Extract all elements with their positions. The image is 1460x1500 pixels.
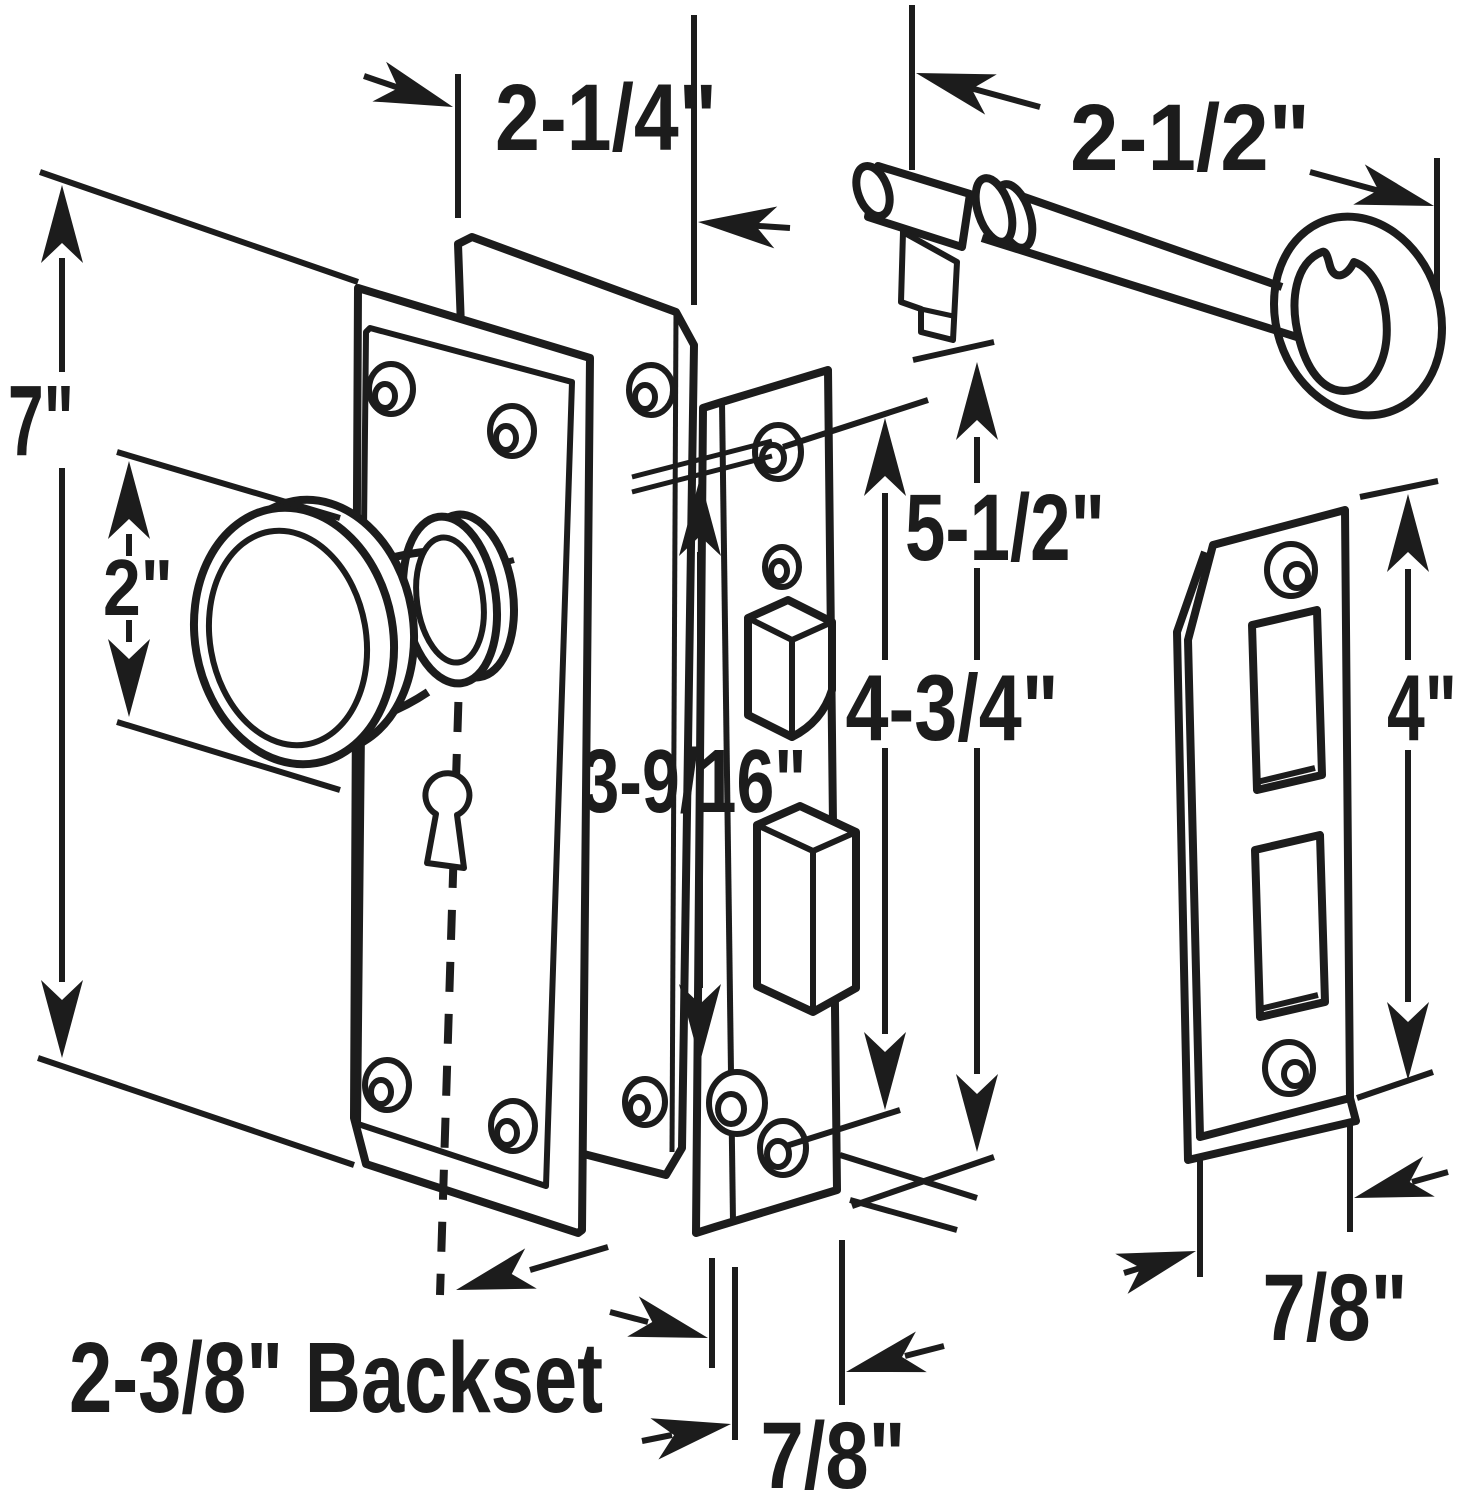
- dim-knob-diameter-label: 2": [103, 543, 173, 632]
- door-knob: [189, 495, 519, 769]
- dim-strike-width: 7/8": [1115, 1122, 1449, 1361]
- dim-key-length: 2-1/2": [909, 5, 1440, 295]
- strike-slot-upper: [1248, 606, 1326, 794]
- dim-strike-height: 4": [1356, 478, 1457, 1101]
- dim-knob-diameter: 2": [103, 449, 341, 793]
- dim-plate-height: 7": [8, 169, 359, 1168]
- dim-backset: 2-3/8" Backset: [69, 1244, 609, 1434]
- front-escutcheon-plate: [350, 284, 594, 1296]
- dim-strike-height-label: 4": [1387, 655, 1457, 760]
- rear-plate-screw-top: [626, 362, 676, 418]
- mortise-lock-body: [692, 366, 978, 1237]
- key-bit: [898, 229, 960, 343]
- dim-case-height: 4-3/4": [846, 339, 1059, 1209]
- rear-plate-screw-bottom: [622, 1076, 668, 1128]
- key-bow-hole: [1290, 247, 1391, 395]
- spindle-boss: [706, 1069, 768, 1137]
- dim-strike-width-label: 7/8": [1263, 1255, 1408, 1361]
- dim-screw-spacing: 5-1/2": [782, 397, 1105, 1149]
- dim-plate-width: 2-1/4": [363, 15, 791, 305]
- front-plate-screw-tr: [487, 403, 537, 459]
- keyhole: [422, 770, 473, 871]
- lock-screw-bottom: [757, 1118, 809, 1178]
- dim-screw-spacing-label: 5-1/2": [905, 475, 1105, 581]
- lock-screw-top: [752, 422, 804, 482]
- deadbolt: [753, 802, 860, 1016]
- front-plate-screw-tl: [366, 361, 416, 417]
- dim-hub-distance-label: 3-9/16": [582, 732, 807, 832]
- strike-screw-top: [1264, 541, 1318, 599]
- dim-backset-label: 2-3/8" Backset: [69, 1322, 603, 1434]
- lock-small-hole: [762, 544, 802, 590]
- dim-key-length-label: 2-1/2": [1070, 85, 1310, 191]
- dim-case-width-label: 7/8": [761, 1403, 906, 1500]
- dim-plate-width-label: 2-1/4": [495, 65, 717, 171]
- dim-case-height-label: 4-3/4": [846, 655, 1059, 760]
- strike-slot-lower: [1251, 831, 1329, 1021]
- strike-plate: [1173, 506, 1360, 1164]
- dim-plate-height-label: 7": [8, 365, 74, 477]
- center-dashed-line: [436, 649, 464, 1296]
- latch-bolt: [744, 596, 836, 741]
- skeleton-key: [852, 162, 1447, 420]
- dim-case-width: 7/8": [609, 1240, 945, 1500]
- knob-face-bevel: [205, 527, 371, 749]
- key-bit-tip: [852, 162, 894, 220]
- front-plate-screw-bl: [362, 1057, 412, 1113]
- front-plate-screw-br: [488, 1098, 538, 1154]
- strike-screw-bottom: [1262, 1039, 1316, 1097]
- dim-hub-distance: 3-9/16": [582, 438, 807, 1062]
